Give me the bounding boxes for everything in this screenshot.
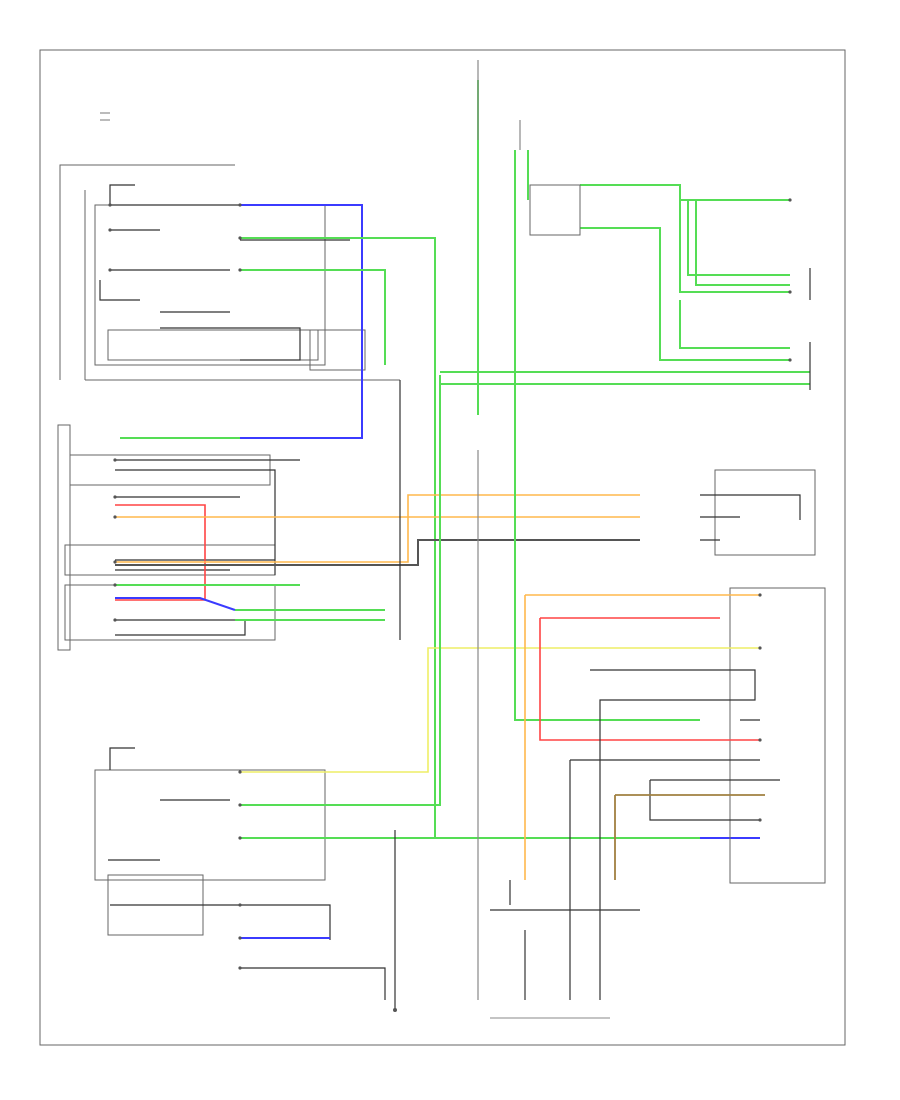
passenger-seat-heater-right — [729, 587, 826, 884]
legend — [100, 112, 110, 121]
driver-seat-heater-cushion-block — [57, 424, 276, 651]
connector-dots — [108, 198, 792, 1012]
driver-seat-heater-switch-block — [59, 164, 400, 381]
module-block-top — [529, 184, 581, 236]
driver-seat-heater-right — [714, 469, 816, 556]
outer-frame — [39, 49, 846, 1046]
passenger-seat-heater-switch-block — [94, 769, 326, 936]
